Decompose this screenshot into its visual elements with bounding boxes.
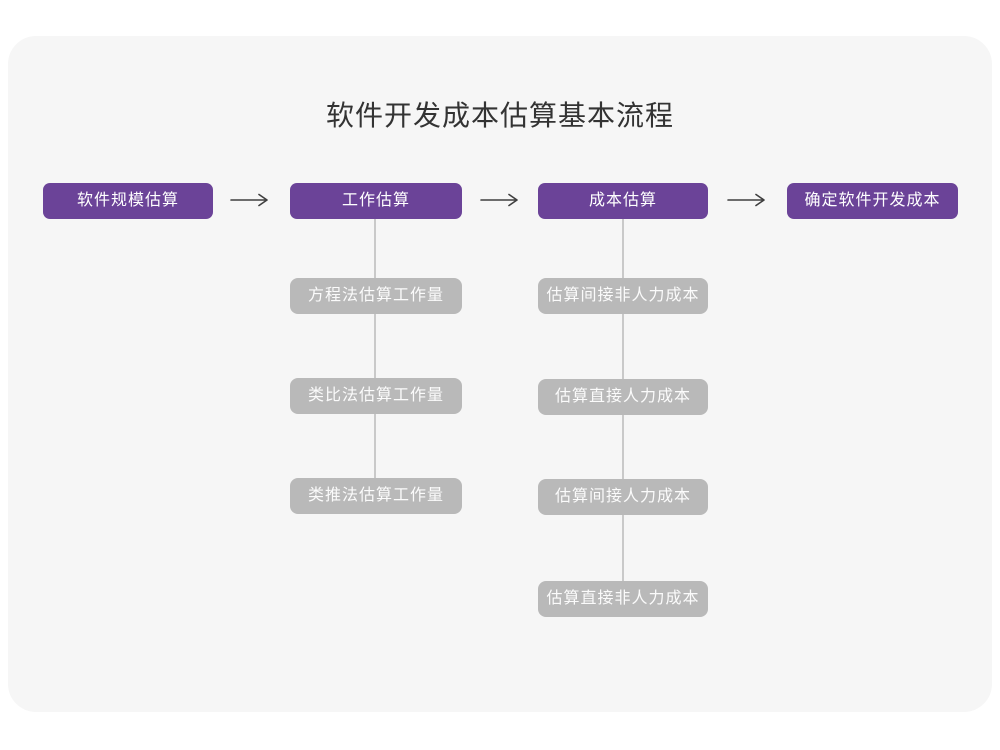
right-arrow-icon — [727, 193, 765, 207]
branch-node-indirect-labor-cost: 估算间接人力成本 — [538, 479, 708, 515]
right-arrow-icon — [230, 193, 268, 207]
diagram-title: 软件开发成本估算基本流程 — [325, 100, 674, 131]
flow-node-determine-development-cost: 确定软件开发成本 — [787, 183, 958, 219]
flow-node-software-scale-estimation: 软件规模估算 — [43, 183, 213, 219]
branch-connector-line-work-estimation — [374, 219, 376, 496]
right-arrow-icon — [480, 193, 518, 207]
branch-node-direct-labor-cost: 估算直接人力成本 — [538, 379, 708, 415]
flow-node-work-estimation: 工作估算 — [290, 183, 462, 219]
branch-node-equation-method: 方程法估算工作量 — [290, 278, 462, 314]
branch-node-direct-non-labor-cost: 估算直接非人力成本 — [538, 581, 708, 617]
branch-node-extrapolation-method: 类推法估算工作量 — [290, 478, 462, 514]
branch-node-indirect-non-labor-cost: 估算间接非人力成本 — [538, 278, 708, 314]
diagram-card — [8, 36, 992, 712]
branch-node-analogy-method: 类比法估算工作量 — [290, 378, 462, 414]
flow-node-cost-estimation: 成本估算 — [538, 183, 708, 219]
